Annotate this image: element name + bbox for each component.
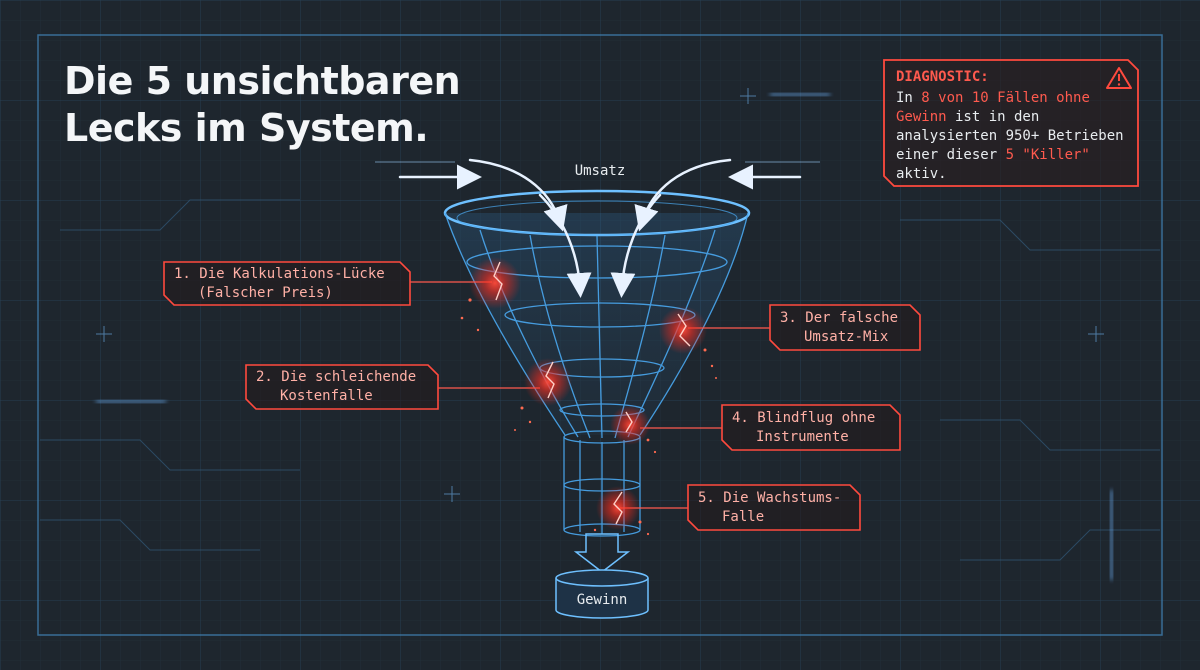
diagnostic-text: ist in den: [946, 109, 1040, 125]
leak-label-line: 4. Blindflug ohne: [732, 410, 876, 426]
outer-frame: [37, 34, 1163, 636]
leak-box-3: [769, 304, 921, 351]
diagnostic-line-1: In 8 von 10 Fällen ohne: [896, 89, 1128, 108]
leak-boxes: [163, 261, 921, 531]
leak-label-line: 1. Die Kalkulations-Lücke: [174, 266, 385, 282]
leak-box-2: [245, 364, 439, 410]
umsatz-label: Umsatz: [574, 163, 626, 179]
leak-label-line: (Falscher Preis): [198, 285, 333, 301]
funnel-body: [445, 213, 748, 435]
diagnostic-highlight: 8 von 10 Fällen ohne: [921, 90, 1090, 106]
leak-label-4: 4. Blindflug ohne Instrumente: [732, 409, 875, 447]
leak-glow-1: [469, 257, 521, 309]
leak-label-line: Kostenfalle: [280, 388, 373, 404]
funnel-rim-inner: [456, 200, 738, 236]
funnel: [443, 189, 751, 619]
leak-label-line: Falle: [722, 509, 765, 525]
leak-label-5: 5. Die Wachstums- Falle: [698, 489, 841, 527]
down-arrow: [573, 533, 631, 573]
title-line-1: Die 5 unsichtbaren: [64, 59, 461, 103]
leak-label-line: 3. Der falsche: [780, 310, 899, 326]
leak-label-line: 5. Die Wachstums-: [698, 490, 842, 506]
leak-glow-2: [524, 358, 572, 406]
diagnostic-box: [883, 59, 1139, 187]
page-title: Die 5 unsichtbaren Lecks im System.: [64, 58, 461, 152]
leak-label-1: 1. Die Kalkulations-Lücke (Falscher Prei…: [174, 265, 385, 303]
diagnostic-header: DIAGNOSTIC:: [896, 69, 989, 85]
diagnostic-line-4: einer dieser 5 "Killer": [896, 146, 1128, 165]
diagnostic-text: einer dieser: [896, 147, 1006, 163]
circuit-traces: [40, 199, 1160, 561]
leak-box-5: [687, 484, 861, 531]
spark-particles: [460, 298, 717, 536]
leak-label-line: Instrumente: [756, 429, 849, 445]
inflow-arrows: [398, 158, 802, 298]
leak-label-2: 2. Die schleichende Kostenfalle: [256, 368, 416, 406]
leak-box-1: [163, 261, 411, 306]
leak-box-4: [721, 404, 901, 451]
gewinn-label: Gewinn: [576, 592, 628, 608]
gewinn-cylinder: [555, 569, 649, 619]
diagnostic-text: In: [896, 90, 922, 106]
leak-label-line: Umsatz-Mix: [804, 329, 889, 345]
warning-triangle-icon: [1106, 67, 1132, 89]
diagnostic-line-3: analysierten 950+ Betrieben: [896, 128, 1124, 144]
crosshair-marks: [96, 88, 1104, 502]
leak-label-line: 2. Die schleichende: [256, 369, 417, 385]
leak-cracks: [493, 261, 691, 525]
leak-label-3: 3. Der falsche Umsatz-Mix: [780, 309, 898, 347]
title-line-2: Lecks im System.: [64, 106, 429, 150]
diagnostic-line-2: Gewinn ist in den: [896, 108, 1128, 127]
diagnostic-line-5: aktiv.: [896, 166, 947, 182]
accent-streaks: [96, 93, 1113, 580]
diagnostic-panel: DIAGNOSTIC: In 8 von 10 Fällen ohne Gewi…: [884, 60, 1138, 186]
diagnostic-highlight: Gewinn: [896, 109, 947, 125]
diagnostic-highlight: 5 "Killer": [1005, 147, 1090, 163]
